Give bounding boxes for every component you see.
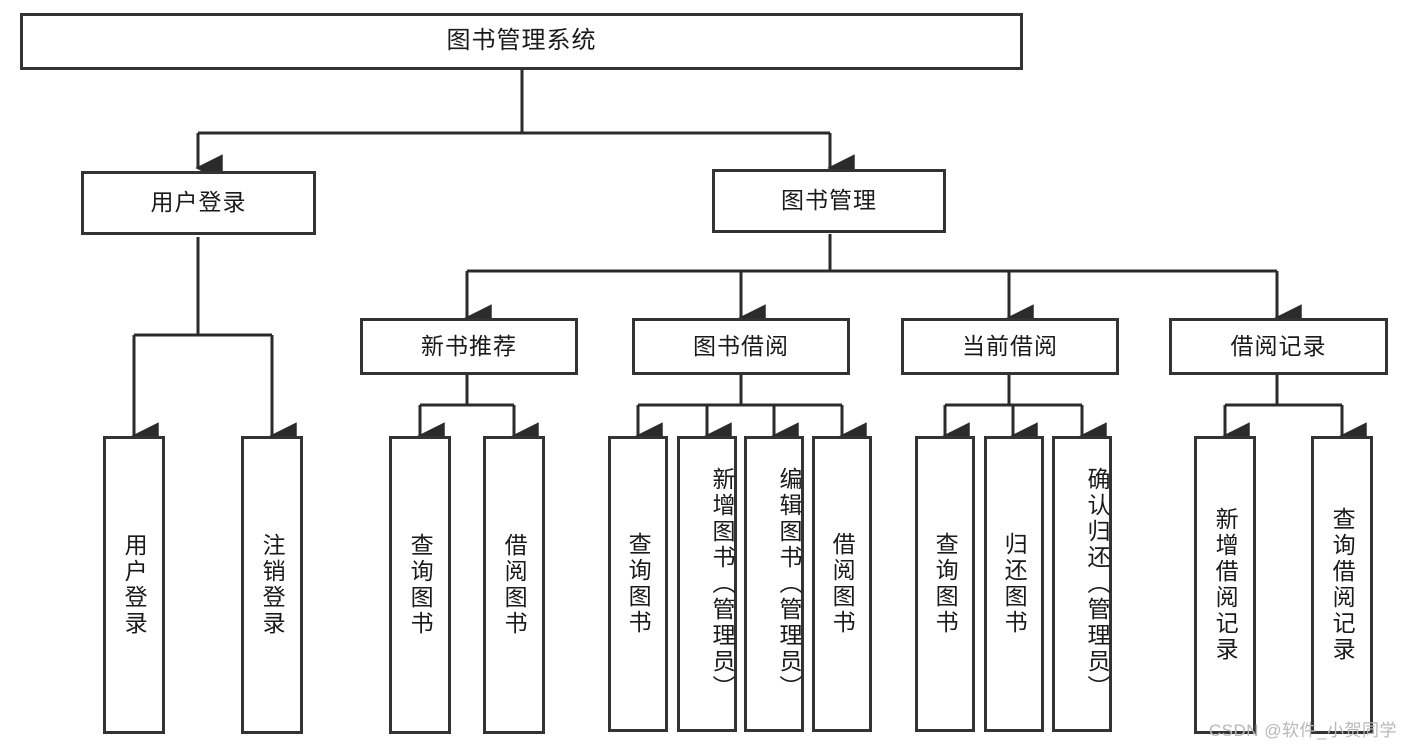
node-current-borrow-label: 当前借阅	[962, 332, 1058, 359]
node-book-borrow[interactable]: 图书借阅	[632, 318, 850, 375]
node-book-manage[interactable]: 图书管理	[712, 169, 946, 233]
leaf-query-record[interactable]: 查询借阅记录	[1311, 436, 1373, 734]
node-user-login-label: 用户登录	[150, 189, 247, 216]
leaf-add-book-label: 新增图书（管理员）	[709, 467, 735, 701]
leaf-add-record-label: 新增借阅记录	[1212, 507, 1239, 663]
leaf-borrow-book-2-label: 借阅图书	[829, 532, 856, 636]
leaf-edit-book-label: 编辑图书（管理员）	[776, 467, 802, 701]
leaf-confirm-return-label: 确认归还（管理员）	[1084, 467, 1110, 701]
leaf-user-login[interactable]: 用户登录	[103, 436, 165, 734]
leaf-return-book[interactable]: 归还图书	[984, 436, 1044, 732]
leaf-query-book-3[interactable]: 查询图书	[915, 436, 975, 732]
leaf-borrow-book-1-label: 借阅图书	[501, 533, 528, 637]
node-current-borrow[interactable]: 当前借阅	[901, 318, 1119, 375]
leaf-return-book-label: 归还图书	[1001, 532, 1028, 636]
leaf-query-record-label: 查询借阅记录	[1329, 507, 1356, 663]
node-root-label: 图书管理系统	[446, 27, 597, 55]
node-new-book-recommend[interactable]: 新书推荐	[360, 318, 578, 375]
node-borrow-record[interactable]: 借阅记录	[1169, 318, 1388, 375]
leaf-query-book-3-label: 查询图书	[932, 532, 959, 636]
node-new-book-recommend-label: 新书推荐	[421, 332, 517, 359]
node-user-login[interactable]: 用户登录	[81, 171, 316, 235]
leaf-query-book-2-label: 查询图书	[625, 532, 652, 636]
leaf-logout-login[interactable]: 注销登录	[241, 436, 303, 734]
node-root[interactable]: 图书管理系统	[20, 13, 1023, 70]
leaf-logout-login-label: 注销登录	[259, 533, 286, 637]
node-book-manage-label: 图书管理	[781, 187, 877, 214]
leaf-borrow-book-1[interactable]: 借阅图书	[483, 436, 545, 734]
node-book-borrow-label: 图书借阅	[693, 332, 789, 359]
leaf-borrow-book-2[interactable]: 借阅图书	[812, 436, 872, 732]
leaf-query-book-2[interactable]: 查询图书	[608, 436, 668, 732]
leaf-user-login-label: 用户登录	[121, 533, 148, 637]
leaf-query-book-1[interactable]: 查询图书	[389, 436, 451, 734]
leaf-confirm-return[interactable]: 确认归还（管理员）	[1052, 436, 1112, 732]
watermark: CSDN @软件_小贺同学	[1208, 721, 1397, 740]
leaf-edit-book[interactable]: 编辑图书（管理员）	[744, 436, 804, 732]
leaf-add-book[interactable]: 新增图书（管理员）	[677, 436, 737, 732]
leaf-query-book-1-label: 查询图书	[407, 533, 434, 637]
node-borrow-record-label: 借阅记录	[1230, 332, 1327, 359]
leaf-add-record[interactable]: 新增借阅记录	[1194, 436, 1256, 734]
